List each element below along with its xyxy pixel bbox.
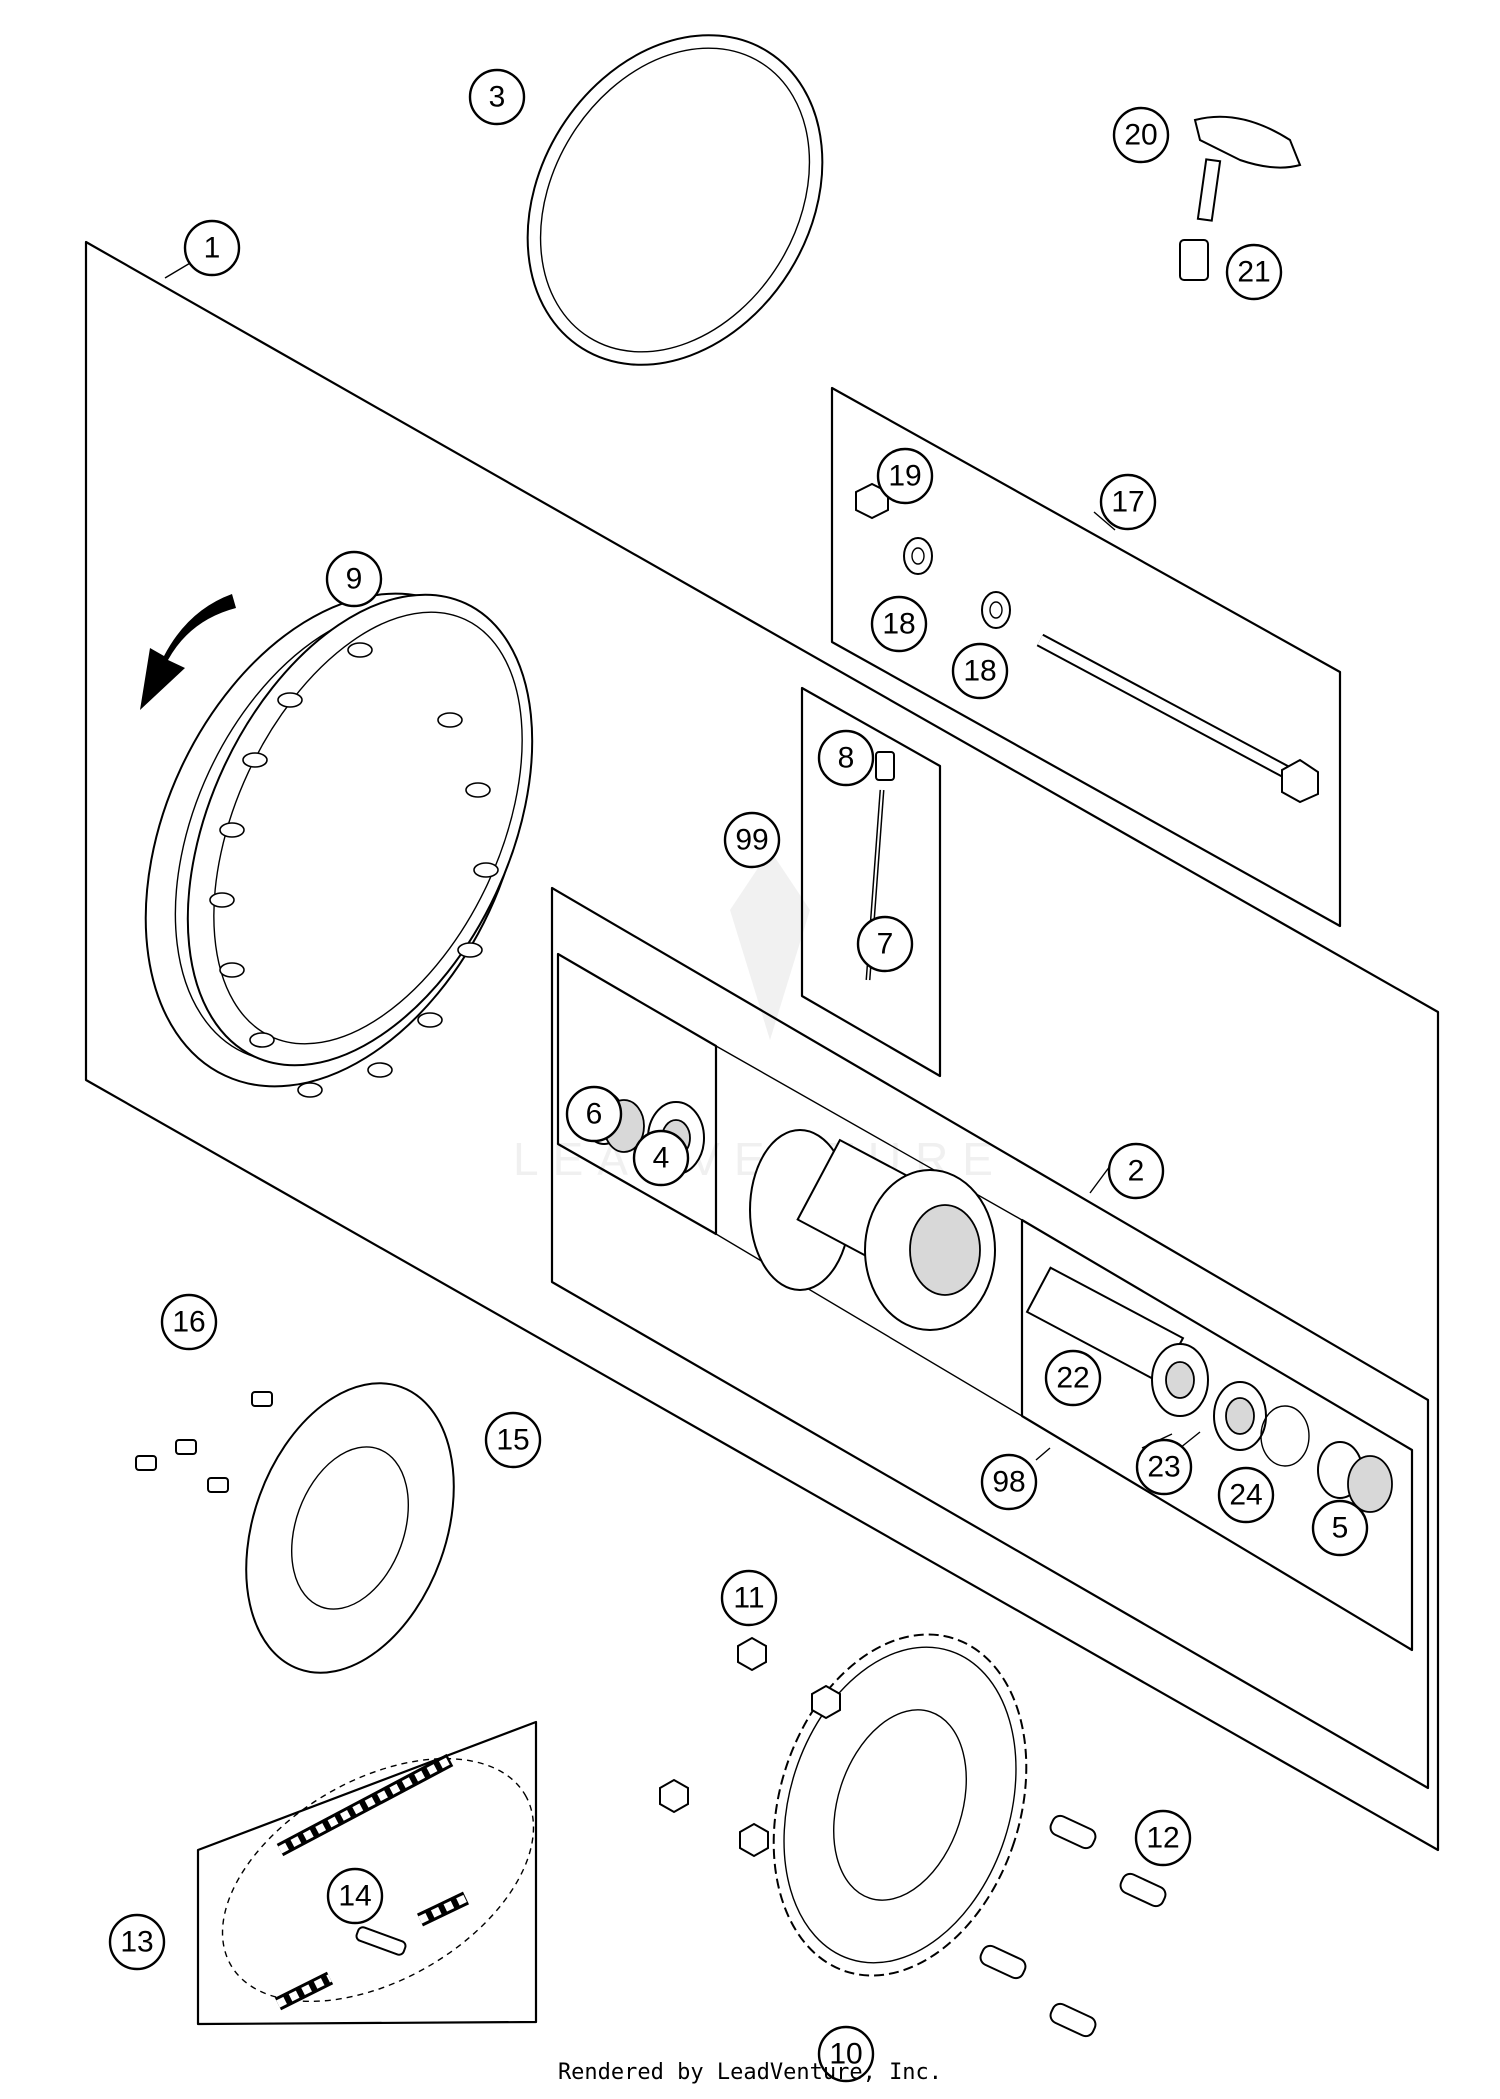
direction-arrow-icon (140, 594, 236, 710)
axle-parts (855, 482, 1319, 804)
callout-17: 17 (1099, 473, 1157, 531)
callout-2: 2 (1107, 1142, 1165, 1200)
callout-22: 22 (1044, 1349, 1102, 1407)
callout-label: 15 (496, 1424, 529, 1457)
callout-8: 8 (817, 729, 875, 787)
rim-part (144, 592, 534, 1098)
chain-part (221, 1753, 535, 2011)
callout-18b: 18 (951, 642, 1009, 700)
callout-24: 24 (1217, 1466, 1275, 1524)
callout-13: 13 (108, 1913, 166, 1971)
spoke-frame (800, 686, 942, 1078)
callout-label: 98 (992, 1466, 1025, 1499)
callout-label: 6 (586, 1098, 603, 1131)
callout-label: 19 (888, 460, 921, 493)
chain-frame (196, 1720, 538, 2026)
callout-label: 8 (838, 742, 855, 775)
hub-frame (550, 886, 1430, 1790)
callout-18a: 18 (870, 595, 928, 653)
callout-6: 6 (565, 1085, 623, 1143)
callout-label: 18 (882, 608, 915, 641)
callout-20: 20 (1112, 106, 1170, 164)
callout-9: 9 (325, 550, 383, 608)
callout-label: 23 (1147, 1451, 1180, 1484)
callout-label: 13 (120, 1926, 153, 1959)
callout-10: 10 (817, 2025, 875, 2083)
hub-right-parts-frame (1020, 1218, 1414, 1652)
callout-label: 17 (1111, 486, 1144, 519)
callout-label: 1 (204, 232, 221, 265)
callout-label: 24 (1229, 1479, 1262, 1512)
callout-19: 19 (876, 447, 934, 505)
callout-7: 7 (856, 915, 914, 973)
callout-1: 1 (183, 219, 241, 277)
callout-label: 4 (653, 1142, 670, 1175)
callout-5: 5 (1311, 1499, 1369, 1557)
callout-12: 12 (1134, 1809, 1192, 1867)
callout-21: 21 (1225, 243, 1283, 301)
wheel-assembly-frame (84, 240, 1440, 1852)
callout-label: 10 (829, 2038, 862, 2071)
callout-label: 16 (172, 1306, 205, 1339)
callout-99: 99 (723, 811, 781, 869)
callout-label: 18 (963, 655, 996, 688)
callout-label: 22 (1056, 1362, 1089, 1395)
axle-frame (830, 386, 1342, 928)
callout-11: 11 (720, 1569, 778, 1627)
valve-cap-part (1179, 115, 1302, 281)
callout-15: 15 (484, 1411, 542, 1469)
callout-label: 14 (338, 1880, 371, 1913)
callout-label: 7 (877, 928, 894, 961)
callout-label: 21 (1237, 256, 1270, 289)
callout-98: 98 (980, 1453, 1038, 1511)
callout-label: 9 (346, 563, 363, 596)
callout-label: 11 (733, 1582, 764, 1615)
callout-label: 12 (1146, 1822, 1179, 1855)
callout-label: 99 (735, 824, 768, 857)
callout-label: 2 (1128, 1155, 1145, 1188)
callout-label: 20 (1124, 119, 1157, 152)
callout-16: 16 (160, 1293, 218, 1351)
callout-14: 14 (326, 1867, 384, 1925)
footer-credit: Rendered by LeadVenture, Inc. (557, 2060, 943, 2085)
sprocket-part (659, 1633, 1167, 2038)
callout-3: 3 (468, 68, 526, 126)
rim-tape-part (526, 34, 824, 366)
callout-23: 23 (1135, 1438, 1193, 1496)
callout-label: 5 (1332, 1512, 1349, 1545)
brake-disc-part (135, 1382, 455, 1674)
callout-4: 4 (632, 1129, 690, 1187)
callout-label: 3 (489, 81, 506, 114)
